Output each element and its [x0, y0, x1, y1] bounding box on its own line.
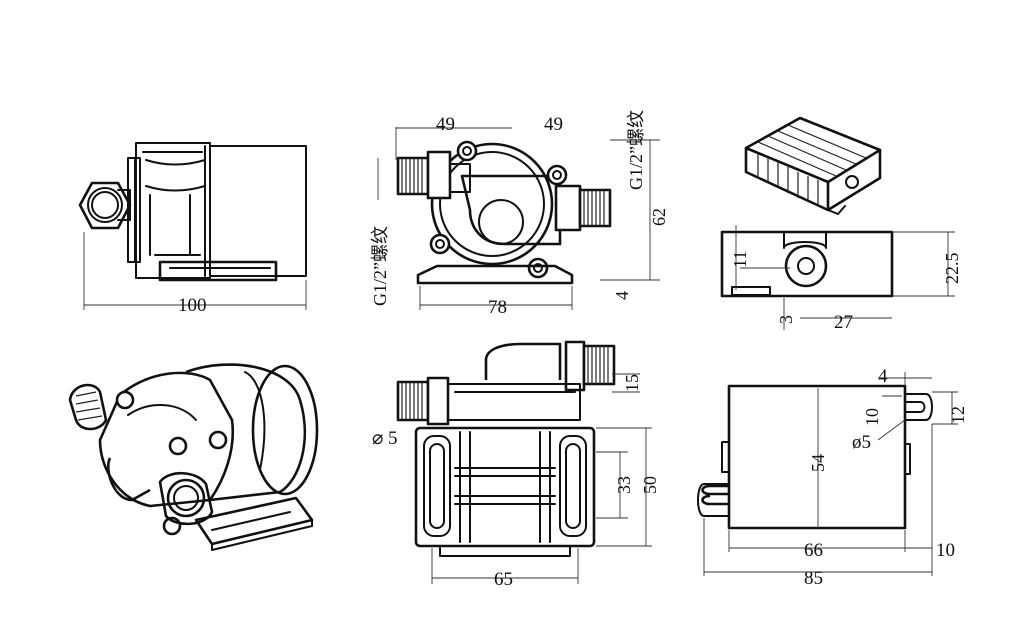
left-threaded-inlet	[396, 150, 471, 200]
label-outlet-height: 15	[622, 374, 642, 392]
label-right-thread: G1/2”螺纹	[626, 110, 646, 190]
label-length: 100	[178, 295, 207, 316]
dims-front: 49 49 G1/2”螺纹 62 G1/2”螺纹 4 78	[370, 110, 669, 318]
pump-isometric	[68, 363, 319, 551]
bottom-view: 5 ⌀ 15 33 50 65	[372, 340, 660, 590]
plate-view: 4 10 12 ø5 54 66 85 10	[697, 366, 968, 589]
label-plate-width: 66	[804, 540, 823, 561]
label-slot-depth: 10	[862, 408, 882, 426]
inlet-side	[396, 376, 581, 426]
label-hole: ø5	[852, 432, 871, 453]
label-base-offset: 3	[776, 315, 796, 324]
label-depth: 50	[640, 476, 660, 494]
label-plate-height: 54	[808, 454, 828, 472]
label-top-right-width: 49	[544, 114, 563, 135]
pump-body	[430, 142, 562, 266]
dims-plate: 4 10 12 ø5 54 66 85 10	[703, 366, 968, 589]
iso-bolts	[115, 390, 228, 536]
label-bottom-width: 65	[494, 569, 513, 590]
label-slot-spacing: 33	[614, 476, 634, 494]
iso-base	[194, 496, 314, 551]
base-plate-bottom	[414, 426, 596, 557]
label-left-thread: G1/2”螺纹	[370, 226, 390, 306]
label-slot-width: 12	[948, 406, 968, 424]
iso-outlet-thread	[158, 471, 214, 526]
label-height: 62	[649, 208, 669, 226]
motor-housing	[127, 142, 307, 279]
label-tab-length: 10	[936, 540, 955, 561]
label-slot-offset: 4	[878, 366, 888, 387]
base-plate	[158, 260, 278, 282]
bolt-heads	[429, 140, 568, 279]
controller-isometric	[744, 116, 882, 215]
front-view: 49 49 G1/2”螺纹 62 G1/2”螺纹 4 78	[370, 110, 669, 318]
label-total-width: 85	[804, 568, 823, 589]
right-slot-tab	[904, 393, 933, 421]
iso-inlet-thread	[68, 383, 108, 431]
label-total-height: 22.5	[942, 253, 962, 285]
dims-controller: 11 22.5 3 27	[730, 225, 962, 333]
label-width: 78	[488, 297, 507, 318]
left-slot-tab	[697, 483, 730, 517]
outlet-elbow	[484, 340, 616, 392]
label-hole-diameter: 5	[388, 428, 398, 449]
label-base-thickness: 4	[612, 291, 632, 300]
diameter-symbol-icon: ⌀	[372, 428, 383, 449]
label-height-upper: 11	[730, 251, 750, 268]
mounting-base	[416, 264, 574, 285]
label-top-left-width: 49	[436, 114, 455, 135]
label-controller-width: 27	[834, 312, 853, 333]
right-threaded-outlet	[554, 184, 612, 232]
hex-inlet-fitting	[78, 181, 132, 230]
dims-bottom: 5 ⌀ 15 33 50 65	[372, 373, 660, 590]
controller-side-view: 11 22.5 3 27	[720, 225, 962, 333]
dim-length-100: 100	[83, 232, 307, 316]
side-view: 100	[78, 142, 307, 316]
